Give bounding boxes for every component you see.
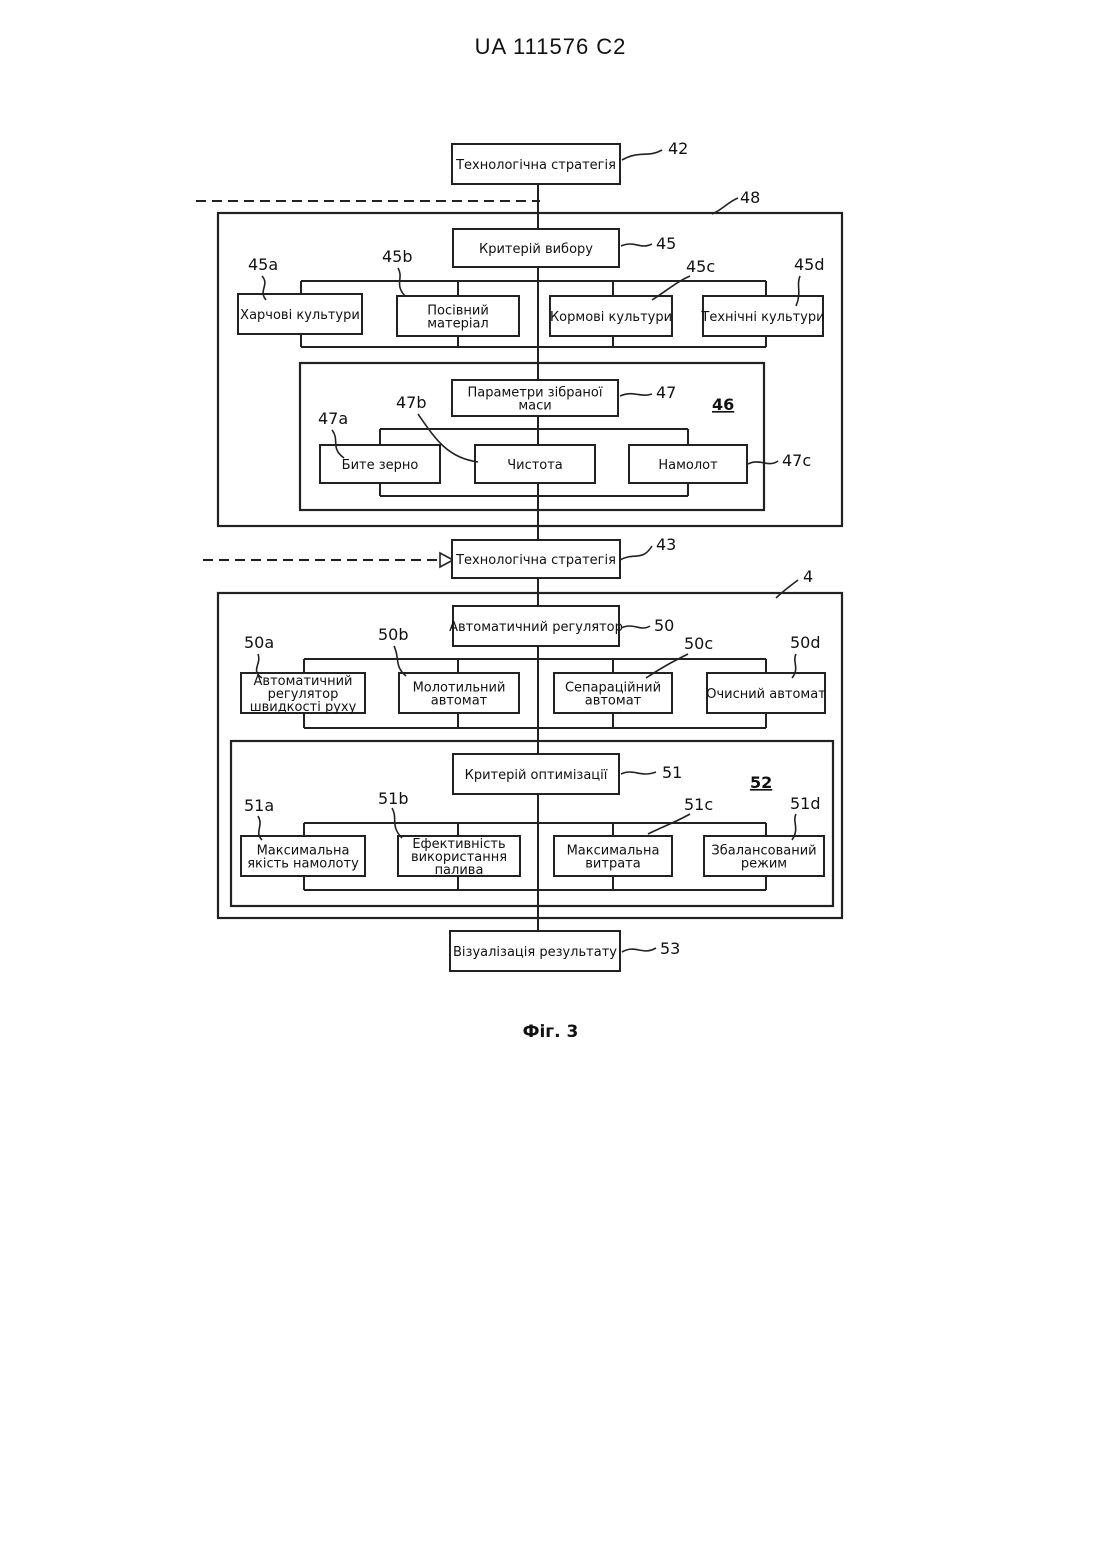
- ref-numeral-47: 47: [656, 383, 676, 402]
- ref-numeral-50: 50: [654, 616, 674, 635]
- leader-line: [621, 626, 650, 628]
- block-51b-text: палива: [435, 863, 484, 878]
- ref-numeral-53: 53: [660, 939, 680, 958]
- block-42-text: Технологічна стратегія: [455, 158, 616, 173]
- ref-numeral-51b: 51b: [378, 789, 409, 808]
- block-43-text: Технологічна стратегія: [455, 553, 616, 568]
- group-ref-52: 52: [750, 773, 772, 792]
- ref-numeral-50b: 50b: [378, 625, 409, 644]
- block-51c-text: витрата: [585, 857, 640, 872]
- group-ref-48: 48: [740, 188, 760, 207]
- ref-numeral-45b: 45b: [382, 247, 413, 266]
- leader-line: [776, 580, 798, 598]
- ref-numeral-43: 43: [656, 535, 676, 554]
- leader-line: [620, 394, 652, 396]
- block-50a-text: швидкості руху: [250, 700, 357, 715]
- ref-numeral-45c: 45c: [686, 257, 715, 276]
- leader-line: [620, 546, 652, 560]
- figure-caption: Фіг. 3: [0, 1022, 1101, 1042]
- block-45d-text: Технічні культури: [700, 310, 824, 325]
- ref-numeral-50c: 50c: [684, 634, 713, 653]
- block-50b-text: автомат: [431, 694, 488, 709]
- leader-line: [621, 772, 656, 774]
- bus-line: [304, 659, 766, 728]
- leader-line: [712, 198, 738, 214]
- ref-numeral-50a: 50a: [244, 633, 274, 652]
- ref-numeral-45: 45: [656, 234, 676, 253]
- ref-numeral-51c: 51c: [684, 795, 713, 814]
- ref-numeral-45d: 45d: [794, 255, 825, 274]
- block-50-text: Автоматичний регулятор: [449, 620, 623, 635]
- bus-line: [304, 823, 766, 890]
- group-ref-46: 46: [712, 395, 734, 414]
- block-50c-text: автомат: [585, 694, 642, 709]
- block-47-text: маси: [518, 399, 551, 414]
- block-45-text: Критерій вибору: [479, 242, 593, 257]
- block-45a-text: Харчові культури: [240, 308, 360, 323]
- block-51a-text: якість намолоту: [247, 857, 359, 872]
- ref-numeral-45a: 45a: [248, 255, 278, 274]
- block-45c-text: Кормові культури: [550, 310, 672, 325]
- group-ref-4: 4: [803, 567, 813, 586]
- bus-line: [301, 281, 766, 347]
- block-47a-text: Бите зерно: [342, 458, 419, 473]
- block-47b-text: Чистота: [507, 458, 563, 473]
- block-50d-text: Очисний автомат: [706, 687, 826, 702]
- ref-numeral-51: 51: [662, 763, 682, 782]
- leader-line: [394, 646, 406, 676]
- ref-numeral-50d: 50d: [790, 633, 821, 652]
- block-51-text: Критерій оптимізації: [465, 768, 608, 783]
- ref-numeral-47b: 47b: [396, 393, 427, 412]
- block-45b-text: матеріал: [427, 317, 488, 332]
- ref-numeral-47c: 47c: [782, 451, 811, 470]
- block-53-text: Візуалізація результату: [453, 945, 617, 960]
- leader-line: [622, 150, 662, 160]
- block-47c-text: Намолот: [658, 458, 718, 473]
- ref-numeral-51a: 51a: [244, 796, 274, 815]
- ref-numeral-51d: 51d: [790, 794, 821, 813]
- leader-line: [622, 948, 656, 952]
- block-51d-text: режим: [741, 857, 787, 872]
- ref-numeral-47a: 47a: [318, 409, 348, 428]
- ref-numeral-42: 42: [668, 139, 688, 158]
- leader-line: [621, 244, 652, 246]
